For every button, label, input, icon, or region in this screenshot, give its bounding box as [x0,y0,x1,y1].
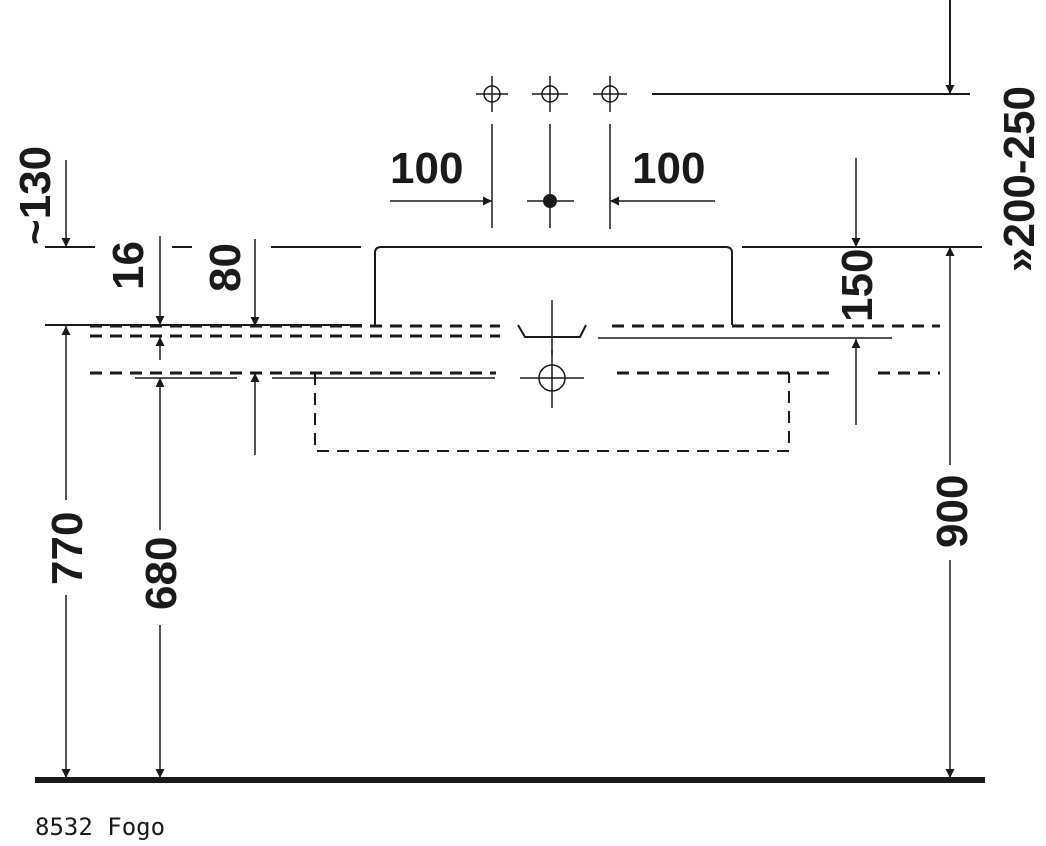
label-tap-spacing-right: 100 [632,144,705,193]
product-caption: 8532 Fogo [35,813,165,841]
waste-pipe [520,350,584,408]
tap-center-dot [543,194,557,208]
basin-outline [374,246,733,325]
cabinet-outline [314,373,790,452]
label-height-900: 900 [928,475,977,548]
label-tap-spacing-left: 100 [390,144,463,193]
label-basin-height: 150 [833,249,882,322]
label-height-770: 770 [43,512,92,585]
label-height-680: 680 [137,537,186,610]
tap-hole-center [532,76,568,112]
label-rim-thickness: 16 [104,241,153,290]
label-gap [143,530,177,625]
label-top-offset: ~130 [11,146,60,245]
label-gap [50,500,82,595]
tap-hole-left [476,76,508,112]
label-depth-80: 80 [201,243,250,292]
label-gap [932,465,968,560]
tap-hole-right [593,76,627,112]
label-tap-height: »200-250 [995,86,1044,272]
